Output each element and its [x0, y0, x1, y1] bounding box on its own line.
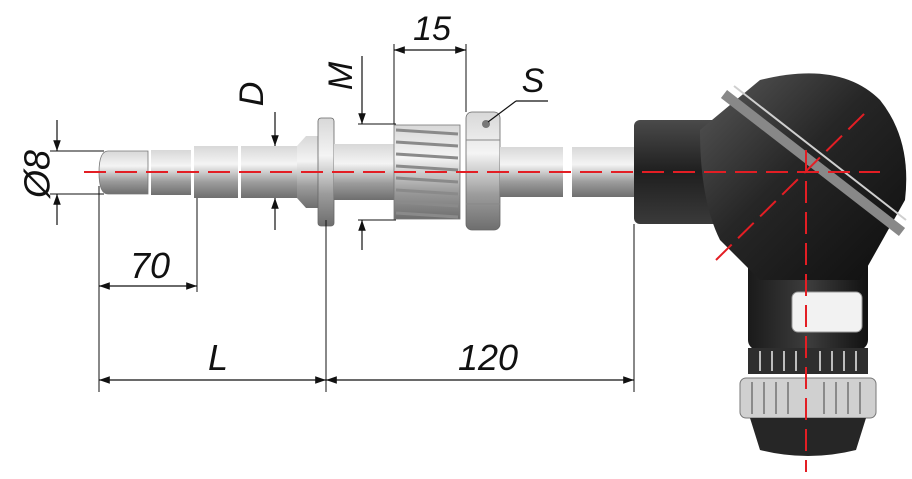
label-neck-length: 120: [458, 337, 518, 378]
label-diameter: Ø8: [17, 150, 58, 199]
label-d: D: [233, 82, 271, 107]
label-tip-length: 70: [130, 245, 170, 286]
cable-gland-ribs: [751, 382, 861, 414]
cable-gland: [739, 377, 877, 419]
label-m: M: [322, 61, 360, 90]
label-thread-length: 15: [413, 10, 451, 48]
gland-ring: [748, 348, 868, 374]
label-window: [791, 291, 863, 333]
head-dome: [700, 73, 907, 280]
head-lid-band: [733, 85, 907, 221]
center-axes: [84, 111, 880, 472]
label-l: L: [208, 337, 228, 378]
cable-gland-cap: [750, 418, 866, 456]
dimension-labels: Ø8 D M 15 S 70 L 120: [17, 10, 545, 378]
gland-ribs: [759, 351, 857, 371]
dimensions: [50, 44, 635, 392]
connection-head: [634, 73, 907, 456]
label-s: S: [522, 62, 545, 100]
